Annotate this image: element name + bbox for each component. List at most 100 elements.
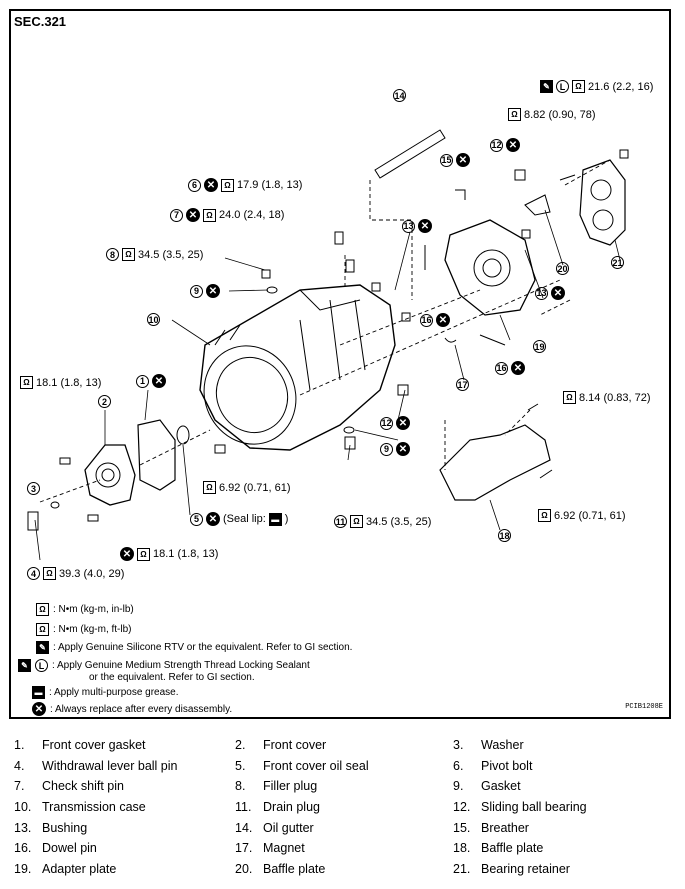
torque-in-lb-icon: Ω [203, 481, 216, 494]
part-entry: 5.Front cover oil seal [235, 759, 369, 773]
parts-row: 4.Withdrawal lever ball pin 5.Front cover… [0, 759, 685, 780]
replace-icon: ✕ [551, 286, 565, 300]
torque-ft-lb-icon: Ω [137, 547, 150, 561]
replace-icon: ✕ [186, 208, 200, 222]
part-number-12-lower: 12✕ [380, 416, 410, 430]
replace-icon: ✕ [32, 702, 46, 716]
torque-in-lb-icon: Ω [563, 391, 576, 404]
legend-row-grease: ▬: Apply multi-purpose grease. [32, 686, 179, 699]
part-name: Drain plug [263, 800, 320, 815]
part-name: Withdrawal lever ball pin [42, 758, 178, 773]
part-number-13-lower: 13✕ [535, 286, 565, 300]
part-name: Front cover [263, 738, 327, 752]
torque-ft-lb-icon: Ω [350, 515, 363, 528]
part-name: Front cover oil seal [263, 758, 369, 773]
callout-front-cover-gasket: 1✕ [136, 374, 166, 388]
legend-row-thread-lock: ✎L: Apply Genuine Medium Strength Thread… [18, 659, 310, 672]
replace-icon: ✕ [204, 178, 218, 192]
part-entry: 8. Filler plug [235, 779, 317, 793]
grease-icon: ▬ [32, 686, 45, 699]
part-number: 21. [453, 862, 471, 877]
torque-ft-lb-icon: Ω [572, 80, 585, 93]
adapter-plate-drawing [444, 219, 536, 316]
torque-ft-lb-icon: Ω [203, 208, 216, 222]
front-cover-drawing [84, 444, 136, 506]
transmission-case-drawing [199, 284, 396, 451]
part-number: 8. [235, 779, 246, 794]
part-number-21: 21 [611, 256, 624, 269]
part-number-19: 19 [533, 340, 546, 353]
replace-icon: ✕ [152, 374, 166, 388]
part-number: 6. [453, 758, 464, 773]
bearing-retainer-drawing [579, 159, 626, 246]
replace-icon: ✕ [396, 442, 410, 456]
thread-lock-icon: ✎ [540, 80, 553, 93]
replace-icon: ✕ [506, 138, 520, 152]
part-number: 13. [14, 820, 32, 835]
part-entry: 3. Washer [453, 738, 524, 752]
part-number: 9. [453, 779, 464, 794]
torque-in-lb-icon: Ω [538, 509, 551, 522]
legend-row-ft-lb: Ω: N•m (kg-m, ft-lb) [36, 623, 132, 636]
torque-ft-lb-icon: Ω [43, 567, 56, 580]
part-number: 20. [235, 862, 253, 877]
part-name: Front cover gasket [42, 738, 146, 752]
part-number-10: 10 [147, 313, 160, 326]
callout-washer: 3 [27, 482, 40, 495]
locking-sealant-icon: L [35, 659, 48, 672]
part-entry: 19.Adapter plate [14, 862, 116, 876]
part-entry: 2.Front cover [235, 738, 326, 752]
part-name: Adapter plate [42, 862, 117, 877]
part-number-12-upper: 12✕ [490, 138, 520, 152]
part-number: 10. [14, 800, 32, 815]
replace-icon: ✕ [456, 153, 470, 167]
part-number-17: 17 [456, 378, 469, 391]
part-entry: 16.Dowel pin [14, 841, 97, 855]
part-entry: 10.Transmission case [14, 800, 146, 814]
section-label: SEC.321 [14, 14, 67, 29]
legend-row-in-lb: Ω: N•m (kg-m, in-lb) [36, 603, 134, 616]
legend-row-rtv: ✎: Apply Genuine Silicone RTV or the equ… [36, 641, 352, 654]
part-number-20: 20 [556, 262, 569, 275]
part-number: 3. [453, 738, 464, 752]
part-entry: 12.Sliding ball bearing [453, 800, 587, 814]
part-name: Oil gutter [263, 820, 314, 835]
part-entry: 15.Breather [453, 821, 529, 835]
replace-icon: ✕ [206, 512, 220, 526]
part-entry: 13. Bushing [14, 821, 87, 835]
torque-ft-lb-icon: Ω [221, 178, 234, 192]
part-number: 18. [453, 841, 471, 856]
grease-icon: ▬ [268, 512, 282, 526]
part-entry: 4.Withdrawal lever ball pin [14, 759, 177, 773]
part-name: Filler plug [263, 779, 318, 794]
legend-row-replace: ✕: Always replace after every disassembl… [32, 702, 232, 716]
rtv-sealant-icon: ✎ [36, 641, 49, 654]
part-number-9-upper: 9✕ [190, 284, 220, 298]
part-number-16-upper: 16✕ [420, 313, 450, 327]
part-entry: 9.Gasket [453, 779, 521, 793]
part-entry: 18.Baffle plate [453, 841, 543, 855]
part-number-18: 18 [498, 529, 511, 542]
replace-icon: ✕ [206, 284, 220, 298]
part-name: Washer [481, 738, 524, 752]
baffle-plate-drawing [439, 424, 551, 501]
part-name: Sliding ball bearing [481, 800, 587, 815]
part-name: Bushing [42, 820, 88, 835]
part-name: Check shift pin [42, 779, 124, 794]
replace-icon: ✕ [120, 547, 134, 561]
replace-icon: ✕ [511, 361, 525, 375]
torque-in-lb-icon: Ω [508, 108, 521, 121]
